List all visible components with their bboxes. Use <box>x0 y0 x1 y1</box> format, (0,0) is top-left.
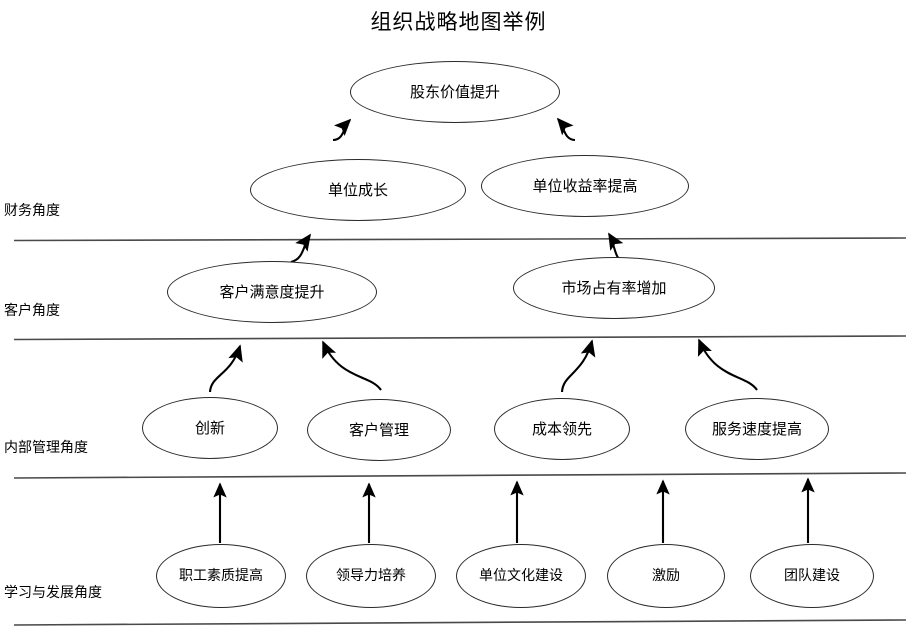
divider-bottom <box>13 619 907 626</box>
arrow-cost-leadership-to-market-share <box>560 339 596 393</box>
node-label: 客户管理 <box>348 420 409 439</box>
node-label: 股东价值提升 <box>409 82 500 101</box>
node-label: 领导力培养 <box>336 568 406 584</box>
perspective-dividers <box>13 237 907 626</box>
node-label: 客户满意度提升 <box>219 282 325 301</box>
perspective-label-customer: 客户角度 <box>4 303 60 319</box>
node-customer-management[interactable]: 客户管理 <box>307 399 451 461</box>
node-label: 团队建设 <box>784 568 840 584</box>
node-leadership-development[interactable]: 领导力培养 <box>306 544 436 608</box>
node-label: 服务速度提高 <box>711 419 802 438</box>
node-unit-culture[interactable]: 单位文化建设 <box>456 544 586 608</box>
node-label: 单位成长 <box>327 180 388 199</box>
perspective-label-financial: 财务角度 <box>4 203 60 219</box>
arrow-profit-rate-to-shareholder <box>556 117 576 142</box>
arrow-customer-mgmt-to-satisfaction <box>322 340 382 391</box>
node-unit-growth[interactable]: 单位成长 <box>250 159 466 221</box>
node-team-building[interactable]: 团队建设 <box>750 544 874 608</box>
node-label: 创新 <box>194 418 225 437</box>
arrow-innovation-to-satisfaction <box>208 344 243 393</box>
divider-internal <box>13 472 907 479</box>
arrow-service-speed-to-market-share <box>697 338 758 391</box>
node-incentive[interactable]: 激励 <box>607 544 725 608</box>
arrow-unit-growth-to-shareholder <box>332 118 352 142</box>
node-service-speed[interactable]: 服务速度提高 <box>685 398 829 460</box>
divider-customer <box>13 335 907 341</box>
node-label: 单位收益率提高 <box>532 176 638 195</box>
node-staff-quality[interactable]: 职工素质提高 <box>156 544 286 608</box>
node-unit-profit-rate[interactable]: 单位收益率提高 <box>481 155 689 217</box>
page-title: 组织战略地图举例 <box>370 10 547 34</box>
node-label: 激励 <box>652 568 680 584</box>
perspective-label-internal: 内部管理角度 <box>4 440 88 456</box>
node-label: 市场占有率增加 <box>561 278 667 297</box>
node-label: 职工素质提高 <box>179 568 263 584</box>
divider-financial <box>13 237 907 242</box>
node-innovation[interactable]: 创新 <box>142 397 278 459</box>
node-shareholder-value[interactable]: 股东价值提升 <box>350 61 560 123</box>
node-label: 成本领先 <box>531 419 592 438</box>
node-label: 单位文化建设 <box>479 568 563 584</box>
node-market-share[interactable]: 市场占有率增加 <box>513 257 715 319</box>
node-customer-satisfaction[interactable]: 客户满意度提升 <box>167 261 377 323</box>
perspective-label-learning: 学习与发展角度 <box>4 585 102 601</box>
node-cost-leadership[interactable]: 成本领先 <box>494 398 630 460</box>
